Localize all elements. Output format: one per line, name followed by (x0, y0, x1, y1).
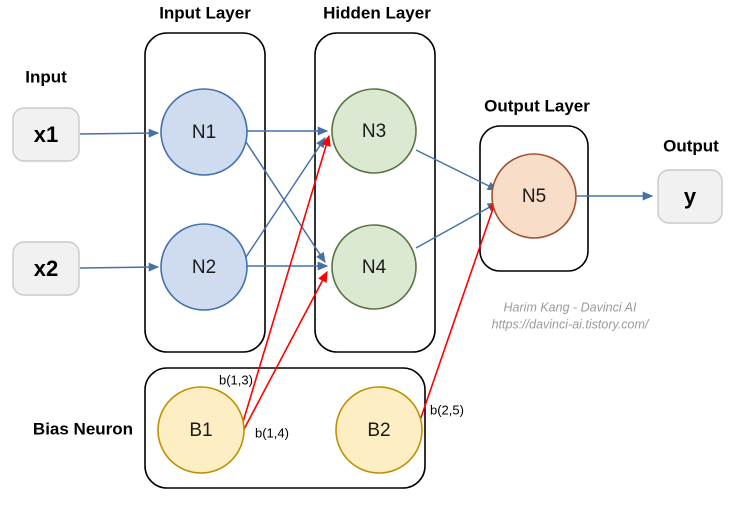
input-box-x2-label: x2 (34, 256, 58, 281)
watermark-line-2: https://davinci-ai.tistory.com/ (492, 317, 650, 331)
edge-x2-n2 (79, 262, 160, 272)
bias-neuron-box (144, 367, 426, 489)
neuron-n4-label: N4 (362, 257, 387, 278)
title-bias-neuron: Bias Neuron (33, 419, 133, 438)
edge-n3-n5 (415, 149, 499, 191)
neuron-n2[interactable] (160, 223, 248, 311)
title-output-layer: Output Layer (484, 96, 590, 115)
output-box-y-label: y (684, 184, 697, 209)
edge-n2-n3 (245, 137, 326, 258)
neuron-b2-label: B2 (367, 420, 390, 441)
output-layer-box (479, 125, 589, 272)
edge-n1-n4 (245, 141, 326, 264)
bias-weight-label-b25: b(2,5) (430, 402, 464, 417)
neuron-n1[interactable] (160, 88, 248, 176)
input-box-x1-label: x1 (34, 122, 58, 147)
neuron-n3-label: N3 (362, 121, 386, 142)
edge-b2-n5 (415, 198, 498, 433)
hidden-layer-box (314, 32, 436, 353)
input-box-x2[interactable] (12, 241, 80, 296)
watermark-line-1: Harim Kang - Davinci AI (504, 300, 637, 314)
neuron-b2[interactable] (335, 386, 423, 474)
neuron-b1-label: B1 (189, 420, 212, 441)
neuron-n5[interactable] (491, 153, 577, 239)
title-output: Output (663, 136, 719, 155)
neuron-n1-label: N1 (192, 122, 216, 143)
edge-b1-n3 (239, 134, 331, 433)
edge-x1-n1 (79, 128, 160, 138)
title-input: Input (25, 67, 67, 86)
title-input-layer: Input Layer (159, 3, 251, 22)
bias-weight-label-b14: b(1,4) (255, 425, 289, 440)
neuron-n2-label: N2 (192, 257, 216, 278)
neuron-n4[interactable] (331, 224, 417, 310)
edge-n4-n5 (415, 202, 499, 249)
neuron-n5-label: N5 (522, 186, 546, 207)
output-box-y[interactable] (657, 169, 723, 224)
title-hidden-layer: Hidden Layer (323, 3, 431, 22)
input-box-x1[interactable] (12, 107, 80, 162)
bias-weight-label-b13: b(1,3) (219, 372, 253, 387)
neuron-b1[interactable] (157, 386, 245, 474)
edge-b1-n4 (241, 270, 328, 434)
input-layer-box (144, 32, 266, 353)
neuron-n3[interactable] (331, 88, 417, 174)
